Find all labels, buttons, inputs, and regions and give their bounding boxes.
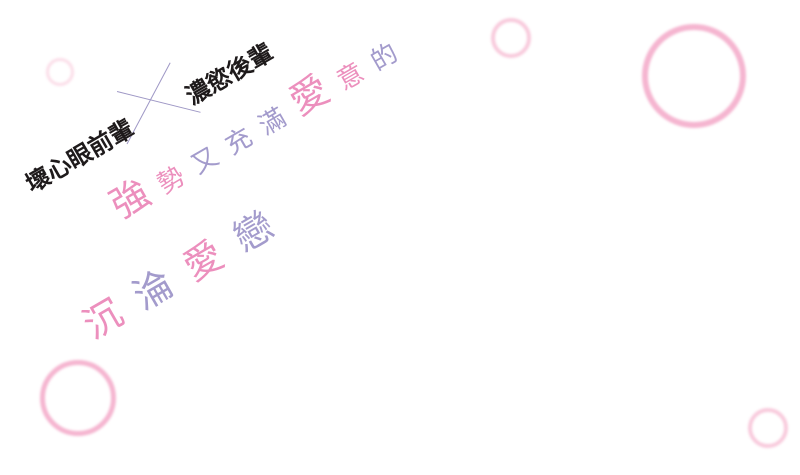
slogan-char: 戀 [226,203,282,261]
slogan-char: 意 [332,57,370,97]
slogan-char: 淪 [125,261,181,319]
slogan-char: 滿 [254,102,292,142]
slogan-char: 愛 [281,66,337,124]
bubble-decoration [40,360,116,436]
slogan-char: 又 [186,141,224,181]
slogan-char: 沉 [75,290,131,348]
slogan-char: 勢 [152,161,191,201]
slogan-line-2: 沉淪愛戀 [75,196,297,348]
bubble-decoration [748,408,788,448]
slogan-char: 愛 [175,232,231,290]
slogan-char: 強 [102,170,158,228]
slogan-char: 的 [365,38,404,78]
bubble-decoration [491,18,531,58]
bubble-decoration [642,24,746,128]
bubble-decoration [46,58,74,86]
slogan-char: 充 [220,122,258,162]
